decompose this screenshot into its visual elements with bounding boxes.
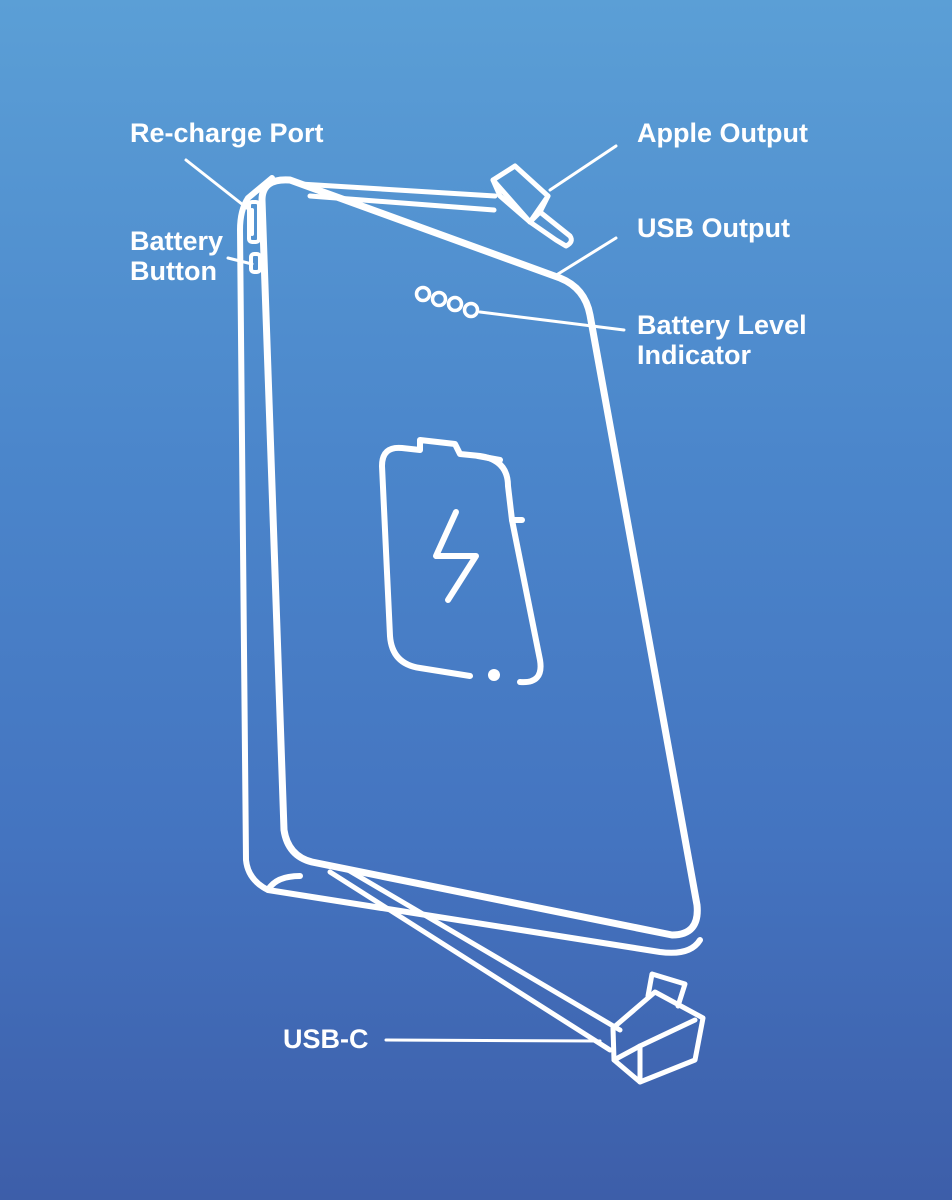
battery-button-label: Battery Button — [130, 226, 224, 286]
usb-c-connector-icon — [610, 971, 706, 1085]
leader-level — [478, 310, 626, 332]
battery-lightning-icon — [379, 437, 544, 686]
battery-level-leds — [414, 285, 480, 319]
leader-usb — [556, 236, 618, 276]
recharge-port-label: Re-charge Port — [130, 118, 324, 148]
device-body — [237, 175, 703, 956]
led-4 — [462, 301, 480, 319]
usb-output-label: USB Output — [637, 213, 790, 243]
battery-level-indicator-label: Battery Level Indicator — [637, 310, 807, 370]
apple-connector-icon — [490, 163, 574, 249]
led-1 — [414, 285, 432, 303]
recharge-port-icon — [247, 200, 261, 244]
usb-c-label: USB-C — [283, 1024, 369, 1054]
usb-c-cable — [327, 867, 623, 1053]
apple-cable — [297, 181, 498, 213]
led-2 — [430, 290, 448, 308]
leader-recharge — [184, 158, 254, 214]
leader-battery-button — [226, 256, 254, 266]
led-3 — [446, 295, 464, 313]
leader-lines — [184, 144, 626, 1043]
device-front-face — [258, 176, 701, 939]
apple-output-label: Apple Output — [637, 118, 808, 148]
leader-apple — [548, 144, 618, 192]
leader-usbc — [384, 1038, 602, 1043]
